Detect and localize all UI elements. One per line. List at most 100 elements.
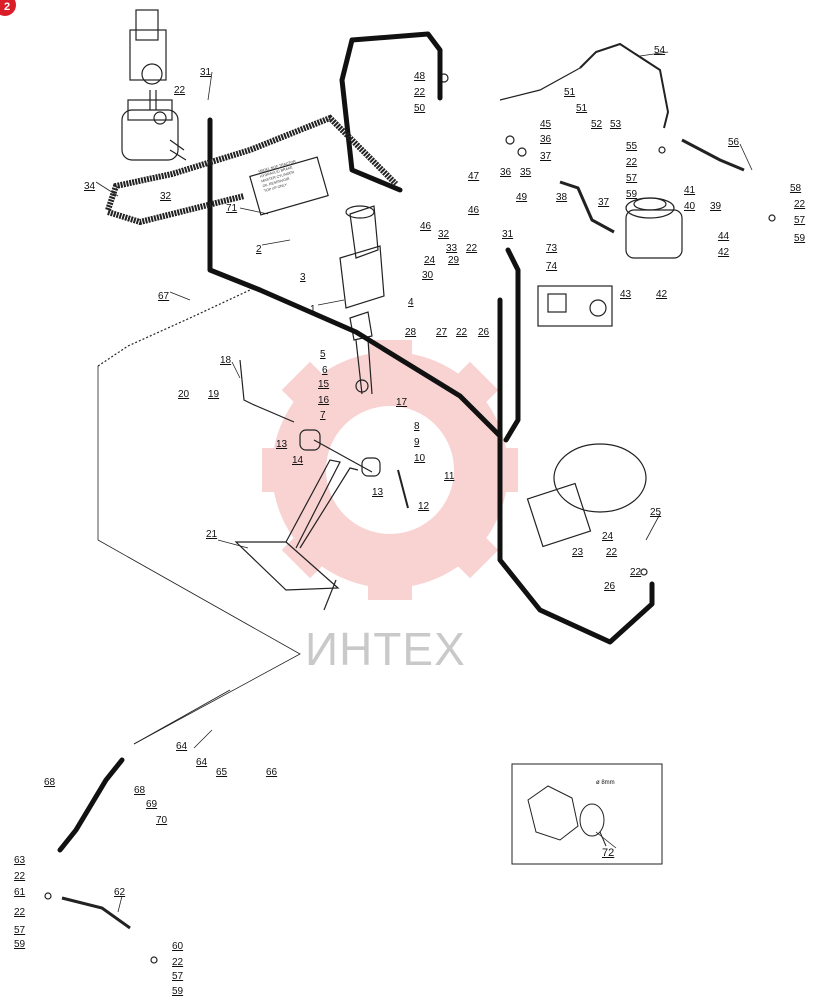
- callout-label: 51: [564, 87, 576, 98]
- callout-label: 22: [172, 957, 184, 968]
- callout-label: 40: [684, 201, 696, 212]
- callout-label: 22: [14, 907, 26, 918]
- callout-label: 30: [422, 270, 434, 281]
- callout-label: 33: [446, 243, 458, 254]
- callout-label: 26: [604, 581, 616, 592]
- callout-label: 56: [728, 137, 740, 148]
- callout-label: 3: [300, 272, 306, 283]
- callout-label: 69: [146, 799, 158, 810]
- callout-label: 10: [414, 453, 426, 464]
- callout-label: 52: [591, 119, 603, 130]
- callout-label: 43: [620, 289, 632, 300]
- inset-part-label: 72: [602, 847, 615, 859]
- callout-label: 29: [448, 255, 460, 266]
- callout-label: 23: [572, 547, 584, 558]
- callout-label: 68: [44, 777, 56, 788]
- callout-label: 46: [468, 205, 480, 216]
- callout-label: 14: [292, 455, 304, 466]
- callout-label: 22: [626, 157, 638, 168]
- callout-label: 54: [654, 45, 666, 56]
- callout-label: 36: [500, 167, 512, 178]
- callout-label: 42: [656, 289, 668, 300]
- callout-label: 64: [176, 741, 188, 752]
- callout-label: 24: [602, 531, 614, 542]
- callout-label: 63: [14, 855, 26, 866]
- callout-label: 45: [540, 119, 552, 130]
- callout-label: 5: [320, 349, 326, 360]
- callout-label: 59: [626, 189, 638, 200]
- callout-label: 44: [718, 231, 730, 242]
- callout-label: 2: [256, 244, 262, 255]
- callout-label: 22: [606, 547, 618, 558]
- callout-label: 22: [14, 871, 26, 882]
- callout-label: 26: [478, 327, 490, 338]
- callout-label: 34: [84, 181, 96, 192]
- callout-label: 50: [414, 103, 426, 114]
- callout-label: 12: [418, 501, 430, 512]
- callout-label: 39: [710, 201, 722, 212]
- callout-label: 8: [414, 421, 420, 432]
- callout-label: 19: [208, 389, 220, 400]
- callout-label: 42: [718, 247, 730, 258]
- callout-label: 47: [468, 171, 480, 182]
- callout-label: 18: [220, 355, 232, 366]
- callout-label: 57: [794, 215, 806, 226]
- callout-label: 27: [436, 327, 448, 338]
- callout-label: 60: [172, 941, 184, 952]
- callout-label: 32: [438, 229, 450, 240]
- callout-label: 73: [546, 243, 558, 254]
- callout-label: 70: [156, 815, 168, 826]
- callout-label: 22: [174, 85, 186, 96]
- watermark-text: ИНТЕХ: [305, 623, 466, 675]
- callout-label: 57: [14, 925, 26, 936]
- callout-label: 17: [396, 397, 408, 408]
- callout-label: 53: [610, 119, 622, 130]
- callout-label: 25: [650, 507, 662, 518]
- callout-label: 22: [466, 243, 478, 254]
- callout-label: 31: [502, 229, 514, 240]
- callout-label: 22: [794, 199, 806, 210]
- callout-label: 22: [414, 87, 426, 98]
- callout-label: 7: [320, 410, 326, 421]
- callout-label: 55: [626, 141, 638, 152]
- callout-label: 36: [540, 134, 552, 145]
- callout-label: 22: [630, 567, 642, 578]
- callout-label: 57: [172, 971, 184, 982]
- callout-label: 13: [276, 439, 288, 450]
- callout-label: 46: [420, 221, 432, 232]
- callout-label: 59: [172, 986, 184, 997]
- callout-label: 37: [540, 151, 552, 162]
- callout-label: 68: [134, 785, 146, 796]
- callout-label: 59: [14, 939, 26, 950]
- callout-label: 41: [684, 185, 696, 196]
- callout-label: 21: [206, 529, 218, 540]
- callout-label: 35: [520, 167, 532, 178]
- callout-label: 38: [556, 192, 568, 203]
- callout-label: 4: [408, 297, 414, 308]
- inset-detail: [511, 763, 663, 865]
- callout-label: 11: [444, 471, 455, 482]
- callout-label: 64: [196, 757, 208, 768]
- callout-label: 6: [322, 365, 328, 376]
- callout-label: 24: [424, 255, 436, 266]
- callout-label: 15: [318, 379, 330, 390]
- callout-label: 1: [310, 304, 316, 315]
- callout-label: 49: [516, 192, 528, 203]
- callout-label: 37: [598, 197, 610, 208]
- callout-label: 59: [794, 233, 806, 244]
- callout-label: 67: [158, 291, 170, 302]
- callout-label: 65: [216, 767, 228, 778]
- callout-label: 9: [414, 437, 420, 448]
- callout-label: 51: [576, 103, 588, 114]
- callout-label: 31: [200, 67, 212, 78]
- callout-label: 22: [456, 327, 468, 338]
- callout-label: 48: [414, 71, 426, 82]
- callout-label: 61: [14, 887, 26, 898]
- callout-label: 58: [790, 183, 802, 194]
- inset-size-label: ø 8mm: [596, 780, 615, 786]
- watermark-gear-icon: [262, 340, 518, 600]
- callout-label: 74: [546, 261, 558, 272]
- page-badge: 2: [0, 0, 16, 16]
